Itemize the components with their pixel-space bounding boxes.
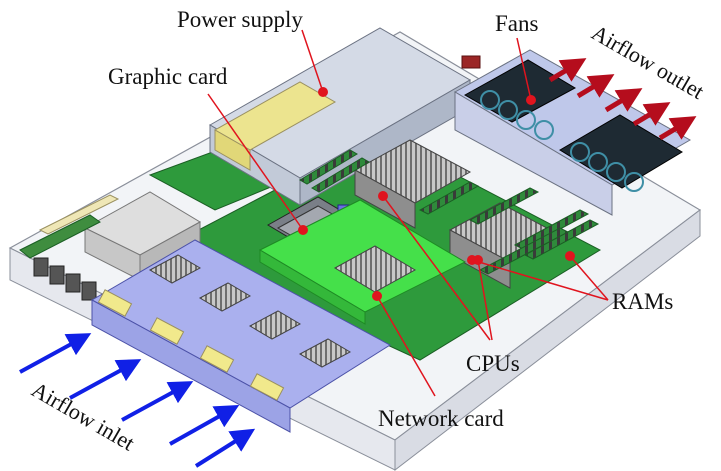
fan-bank-front (454, 91, 613, 216)
callout-fans (516, 37, 532, 101)
label-cpus: CPUs (466, 351, 520, 376)
label-airflow-inlet: Airflow inlet (28, 377, 139, 456)
fan-blades (480, 90, 644, 192)
arrow-up-right-icon (604, 88, 643, 113)
callout-graphic-card (207, 93, 304, 231)
arrow-up-right-icon (576, 74, 615, 99)
fan-bank-2 (559, 114, 683, 189)
power-supply-connector (461, 55, 481, 69)
arrow-up-right-icon (548, 58, 587, 83)
inlet-arrows (19, 333, 256, 468)
callout-rams-1 (471, 259, 609, 301)
label-fans: Fans (495, 11, 539, 36)
drive-bays (90, 239, 391, 433)
callout-dots (298, 87, 575, 301)
power-supply-yellow-bay-front (214, 129, 251, 171)
drive-heatsinks (148, 254, 352, 368)
arrow-up-right-icon (194, 428, 256, 468)
ram-modules (299, 149, 600, 275)
left-tan-strip (38, 194, 120, 235)
fan-bank-1 (463, 59, 577, 123)
arrow-up-right-icon (632, 102, 671, 127)
label-network-card: Network card (378, 406, 504, 431)
network-card (258, 199, 467, 325)
arrow-up-right-icon (69, 359, 142, 400)
network-card-heatsink (333, 245, 417, 293)
label-power-supply: Power supply (177, 7, 303, 32)
outlet-arrows (548, 58, 697, 141)
arrow-up-right-icon (169, 405, 240, 446)
callout-cpu-1 (382, 195, 491, 341)
left-green-panel (19, 214, 101, 259)
label-graphic-card: Graphic card (108, 64, 228, 89)
callout-cpu-2 (477, 259, 493, 341)
callout-power-supply (301, 29, 324, 93)
arrow-up-right-icon (19, 333, 92, 374)
drive-tabs (97, 289, 285, 401)
label-rams: RAMs (612, 289, 673, 314)
label-airflow-outlet: Airflow outlet (588, 20, 709, 104)
callout-network-card (376, 295, 436, 397)
chassis-right-wall (394, 208, 701, 471)
callout-lines (207, 29, 609, 397)
fans (453, 49, 692, 216)
arrow-up-right-icon (658, 116, 697, 141)
arrow-up-right-icon (121, 381, 194, 422)
callout-rams-2 (569, 255, 609, 301)
left-connectors (33, 257, 97, 301)
